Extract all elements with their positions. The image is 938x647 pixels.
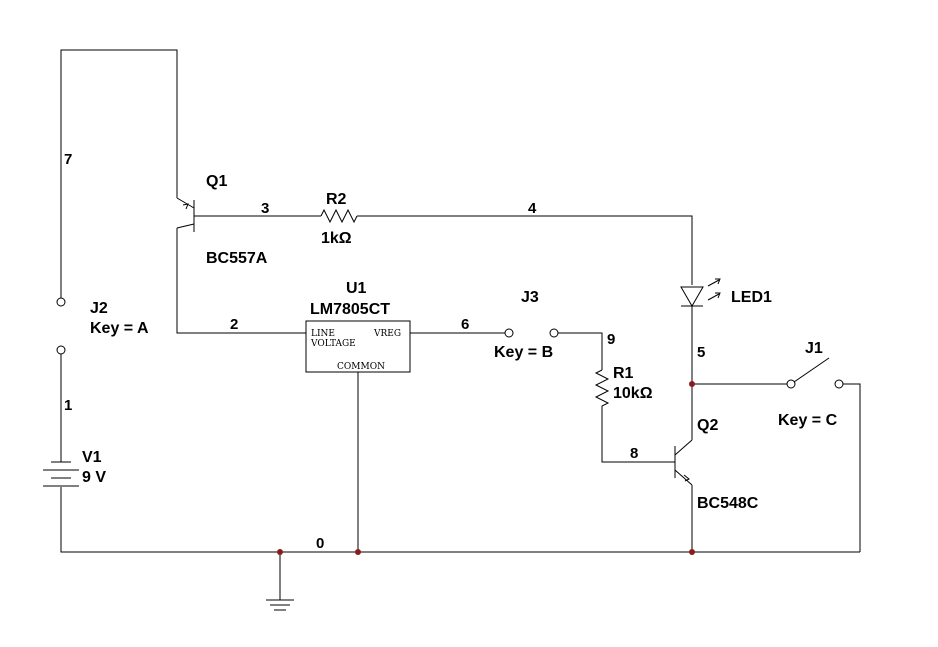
junction-dot <box>689 381 695 387</box>
r1-value-label: 10kΩ <box>613 385 653 402</box>
net-label-7: 7 <box>64 151 72 168</box>
wire-net-7 <box>60 49 178 298</box>
q2-model-label: BC548C <box>697 495 759 512</box>
net-label-5: 5 <box>697 344 705 361</box>
switch-icon <box>56 297 66 355</box>
resistor-icon <box>594 369 610 410</box>
r1-ref-label: R1 <box>613 365 634 382</box>
net-label-1: 1 <box>64 397 72 414</box>
j1-key-label: Key = C <box>778 412 838 429</box>
junction-dot <box>689 549 695 555</box>
u1-model-label: LM7805CT <box>310 301 390 318</box>
junction-dot <box>277 549 283 555</box>
led1-ref-label: LED1 <box>731 289 772 306</box>
pnp-transistor-icon <box>176 197 195 232</box>
net-label-2: 2 <box>230 316 238 333</box>
net-label-6: 6 <box>461 316 469 333</box>
net-label-8: 8 <box>630 445 638 462</box>
switch-icon <box>786 357 844 389</box>
u1-pin-voltage: VOLTAGE <box>310 339 356 349</box>
v1-value-label: 9 V <box>82 469 106 486</box>
u1-pin-vreg: VREG <box>373 329 401 339</box>
u1-pin-line: LINE <box>311 329 335 339</box>
junctions <box>277 381 695 555</box>
net-label-3: 3 <box>261 200 269 217</box>
net-label-9: 9 <box>607 331 615 348</box>
switch-icon <box>504 328 559 338</box>
j1-ref-label: J1 <box>805 340 823 357</box>
j3-ref-label: J3 <box>521 289 539 306</box>
u1-ref-label: U1 <box>346 280 367 297</box>
net-label-0: 0 <box>316 535 324 552</box>
wire-net-4 <box>357 215 693 285</box>
j3-key-label: Key = B <box>494 344 553 361</box>
wire-net-0 <box>60 487 860 553</box>
led-icon <box>680 278 721 307</box>
wire-net-2 <box>176 228 306 334</box>
u1-pin-common: COMMON <box>337 362 385 372</box>
battery-icon <box>43 461 79 487</box>
wire-net-8 <box>601 410 675 463</box>
q1-ref-label: Q1 <box>206 173 227 190</box>
j2-ref-label: J2 <box>90 300 108 317</box>
resistor-icon <box>320 208 358 224</box>
regulator-icon <box>305 320 411 373</box>
ground-icon <box>266 599 294 611</box>
wire-j1-return <box>843 383 861 552</box>
junction-dot <box>355 549 361 555</box>
r2-value-label: 1kΩ <box>321 230 352 247</box>
q1-model-label: BC557A <box>206 250 268 267</box>
r2-ref-label: R2 <box>326 191 347 208</box>
q2-ref-label: Q2 <box>697 417 718 434</box>
net-label-4: 4 <box>528 200 537 217</box>
npn-transistor-icon <box>674 439 693 486</box>
v1-ref-label: V1 <box>82 449 102 466</box>
wire-net-9 <box>558 332 603 370</box>
j2-key-label: Key = A <box>90 320 149 337</box>
